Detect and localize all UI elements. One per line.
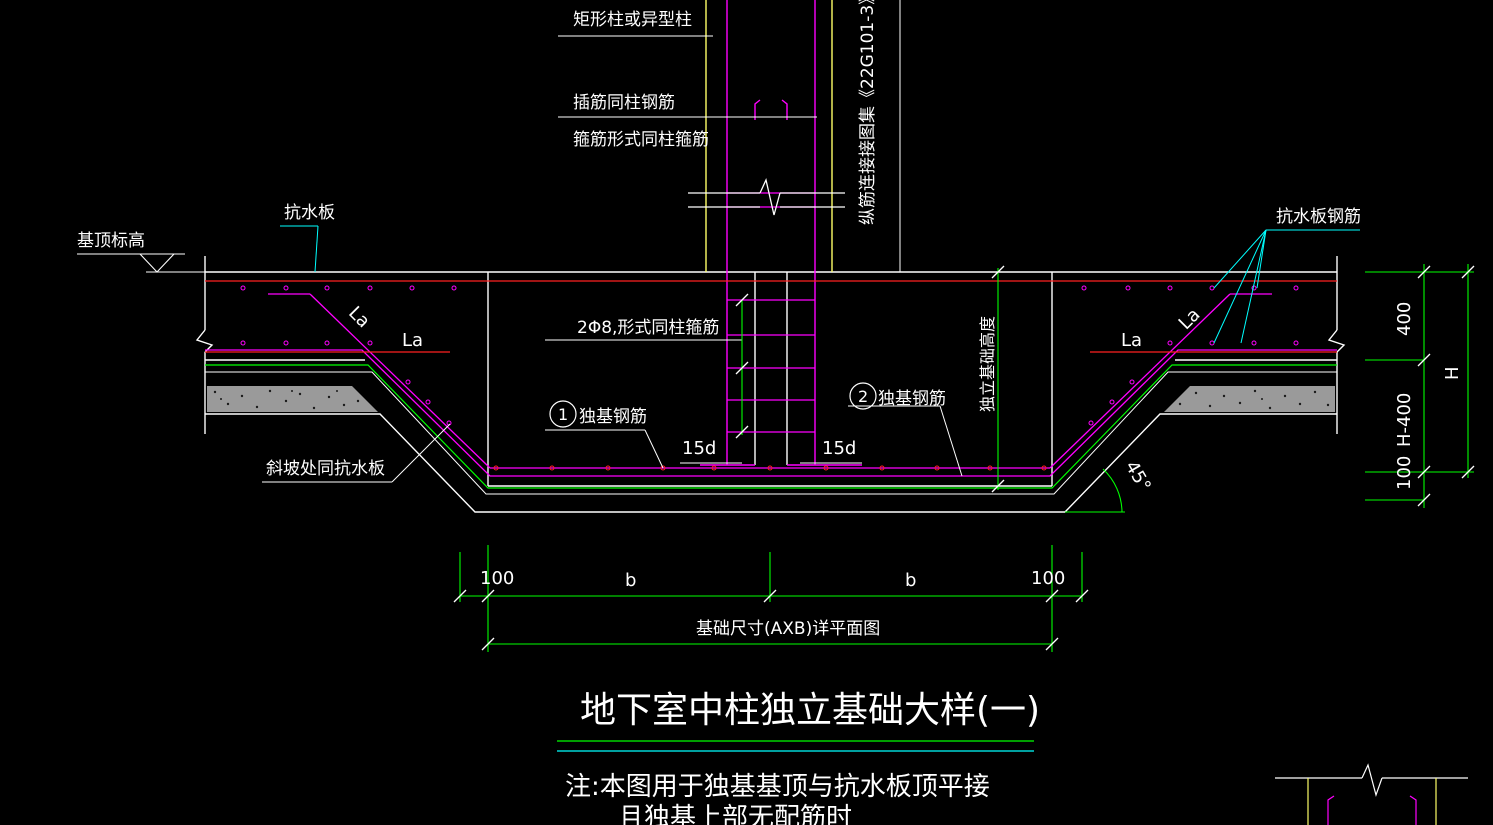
dim-v100: 100 xyxy=(1394,456,1415,490)
drawing-title: 地下室中柱独立基础大样(一) xyxy=(580,690,1040,731)
elevation-mark xyxy=(77,253,205,273)
angle-arc xyxy=(1065,468,1125,513)
title-underlines xyxy=(557,740,1034,752)
column-dowel-bars xyxy=(700,0,862,466)
label-column-type: 矩形柱或异型柱 xyxy=(573,10,692,30)
label-la-slope-left: La xyxy=(344,302,374,332)
label-water-slab: 抗水板 xyxy=(284,203,335,223)
red-rebars xyxy=(205,280,1337,353)
dimension-lines xyxy=(459,264,1474,652)
rebar-dots-red xyxy=(493,465,1047,471)
column-stirrups xyxy=(727,192,815,433)
label-slope-same: 斜坡处同抗水板 xyxy=(266,459,385,479)
rebar-dots-magenta xyxy=(240,285,1299,426)
label-dowel: 插筋同柱钢筋 xyxy=(573,93,675,113)
circle-markers xyxy=(549,382,877,428)
note-line-1: 注:本图用于独基基顶与抗水板顶平接 xyxy=(565,772,990,802)
dim-b-left: b xyxy=(625,570,636,591)
label-top-elevation: 基顶标高 xyxy=(77,231,145,251)
cushion-layer-lines xyxy=(205,364,1337,495)
water-slab-rebars xyxy=(205,293,1337,477)
note-line-2: 且独基上部无配筋时 xyxy=(618,803,852,825)
label-la-slope-right: La xyxy=(1175,304,1205,334)
dim-100-right: 100 xyxy=(1031,568,1065,589)
column-outline xyxy=(705,0,833,272)
text-labels: 矩形柱或异型柱 插筋同柱钢筋 箍筋形式同柱箍筋 抗水板 基顶标高 抗水板钢筋 2… xyxy=(77,0,1463,825)
column-break-symbol xyxy=(688,177,845,216)
gravel-cushion-hatch xyxy=(207,386,1335,412)
label-rebar1: 独基钢筋 xyxy=(579,407,647,427)
dim-v400: 400 xyxy=(1394,302,1415,336)
label-la-left: La xyxy=(402,330,423,351)
label-rebar2: 独基钢筋 xyxy=(878,389,946,409)
dim-base-size: 基础尺寸(AXB)详平面图 xyxy=(696,619,880,639)
label-15d-left: 15d xyxy=(682,438,716,459)
dim-vH400: H-400 xyxy=(1394,393,1415,447)
label-stirrup-form: 箍筋形式同柱箍筋 xyxy=(573,130,709,150)
label-foundation-height: 独立基础高度 xyxy=(978,316,997,412)
leader-lines-cyan xyxy=(280,225,1360,344)
label-water-slab-rebar: 抗水板钢筋 xyxy=(1276,207,1361,227)
label-15d-right: 15d xyxy=(822,438,856,459)
circle-1-number: 1 xyxy=(558,405,568,424)
dim-b-right: b xyxy=(905,570,916,591)
label-stirrup-2phi8: 2Φ8,形式同柱箍筋 xyxy=(577,318,719,338)
label-lap-ref: 纵筋连接接图集《22G101-3》 xyxy=(858,0,878,225)
partial-detail-corner xyxy=(1275,763,1468,825)
dimension-ticks xyxy=(453,265,1475,651)
circle-2-number: 2 xyxy=(858,387,868,406)
dim-vH: H xyxy=(1442,366,1463,380)
label-la-right: La xyxy=(1121,330,1142,351)
label-angle: 45° xyxy=(1121,457,1155,495)
dim-100-left: 100 xyxy=(480,568,514,589)
leader-lines-white xyxy=(262,0,963,483)
